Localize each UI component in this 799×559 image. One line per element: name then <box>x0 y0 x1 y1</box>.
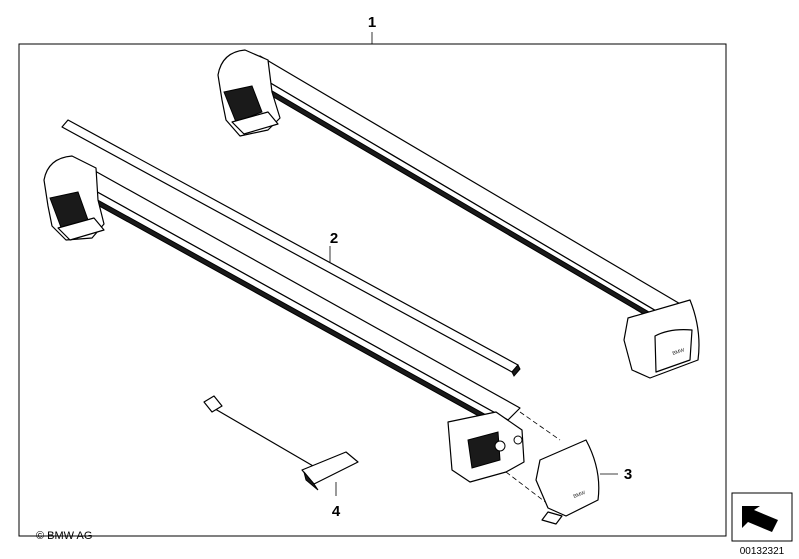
callout-3: 3 <box>624 466 632 483</box>
end-cap-brand: BMW <box>672 347 686 357</box>
callout-2: 2 <box>330 230 338 247</box>
key-tool <box>203 395 359 496</box>
front-roof-bar <box>43 155 525 483</box>
end-cap-3-brand: BMW <box>573 490 587 500</box>
callout-1: 1 <box>368 14 376 31</box>
copyright-text: © BMW AG <box>36 530 92 542</box>
assembly-frame <box>18 32 727 537</box>
arrow-icon[interactable] <box>731 492 793 542</box>
image-number: 00132321 <box>740 546 785 557</box>
callout-4: 4 <box>332 503 341 520</box>
end-cap: BMW <box>505 411 618 525</box>
rubber-strip <box>61 119 521 377</box>
rear-roof-bar: BMW <box>217 49 700 379</box>
